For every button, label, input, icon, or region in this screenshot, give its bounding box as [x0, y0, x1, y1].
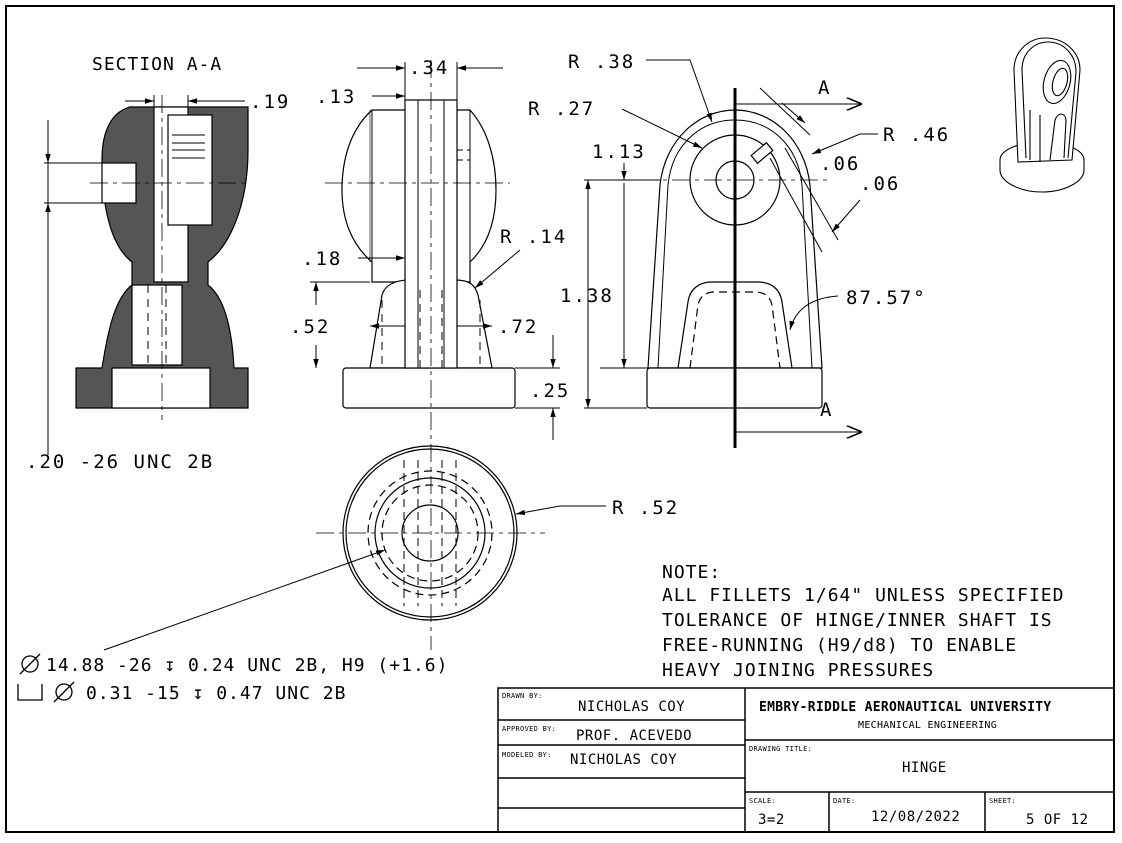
- dim-r046: R .46: [883, 124, 950, 146]
- modeled-by-label: MODELED BY:: [502, 751, 552, 759]
- hole-callout-primary: 14.88 -26 ↧ 0.24 UNC 2B, H9 (+1.6): [46, 655, 448, 676]
- dim-r038: R .38: [568, 51, 635, 73]
- title-block: [497, 687, 1115, 833]
- counterbore-symbol: [17, 684, 43, 701]
- dim-018: .18: [302, 248, 342, 270]
- university-name: EMBRY-RIDDLE AERONAUTICAL UNIVERSITY: [759, 700, 1052, 715]
- dim-r014: R .14: [500, 226, 567, 248]
- dim-025: .25: [530, 380, 570, 402]
- date-value: 12/08/2022: [871, 809, 960, 825]
- note-heading: NOTE:: [662, 562, 721, 583]
- isometric-view: [999, 37, 1085, 193]
- dim-072: .72: [498, 316, 538, 338]
- dim-006-b: .06: [860, 173, 900, 195]
- dim-113: 1.13: [592, 141, 646, 163]
- section-view: [75, 95, 249, 420]
- note-line-3: FREE-RUNNING (H9/d8) TO ENABLE: [662, 635, 1017, 656]
- drawing-title-label: DRAWING TITLE:: [749, 745, 812, 753]
- scale-value: 3=2: [758, 812, 785, 828]
- dim-052: .52: [290, 316, 330, 338]
- dim-angle: 87.57°: [846, 287, 927, 309]
- dim-013: .13: [316, 86, 356, 108]
- drawn-by-label: DRAWN BY:: [502, 692, 543, 700]
- dim-138: 1.38: [560, 285, 614, 307]
- dim-019: .19: [250, 91, 290, 113]
- note-line-1: ALL FILLETS 1/64" UNLESS SPECIFIED: [662, 585, 1064, 606]
- date-label: DATE:: [833, 797, 856, 805]
- note-line-2: TOLERANCE OF HINGE/INNER SHAFT IS: [662, 610, 1053, 631]
- diameter-symbol-primary: [19, 653, 41, 675]
- side-view: [341, 99, 516, 409]
- dim-034: .34: [409, 57, 449, 79]
- section-marker-top: A: [818, 77, 831, 99]
- note-line-4: HEAVY JOINING PRESSURES: [662, 660, 934, 681]
- scale-label: SCALE:: [749, 797, 776, 805]
- diameter-symbol-secondary: [53, 681, 75, 703]
- modeled-by-value: NICHOLAS COY: [570, 752, 677, 768]
- thread-callout-left: .20 -26 UNC 2B: [26, 451, 214, 473]
- hole-callout-secondary: 0.31 -15 ↧ 0.47 UNC 2B: [86, 683, 346, 704]
- dim-006-a: .06: [820, 153, 860, 175]
- department-name: MECHANICAL ENGINEERING: [858, 720, 997, 731]
- sheet-value: 5 OF 12: [1026, 812, 1089, 828]
- dim-r027: R .27: [528, 98, 595, 120]
- drawing-title: HINGE: [902, 760, 947, 776]
- section-title: SECTION A-A: [92, 54, 222, 75]
- section-marker-bottom: A: [820, 399, 833, 421]
- dim-r052: R .52: [612, 497, 679, 519]
- approved-by-label: APPROVED BY:: [502, 725, 556, 733]
- drawn-by-value: NICHOLAS COY: [578, 699, 685, 715]
- approved-by-value: PROF. ACEVEDO: [576, 728, 692, 744]
- sheet-label: SHEET:: [989, 797, 1016, 805]
